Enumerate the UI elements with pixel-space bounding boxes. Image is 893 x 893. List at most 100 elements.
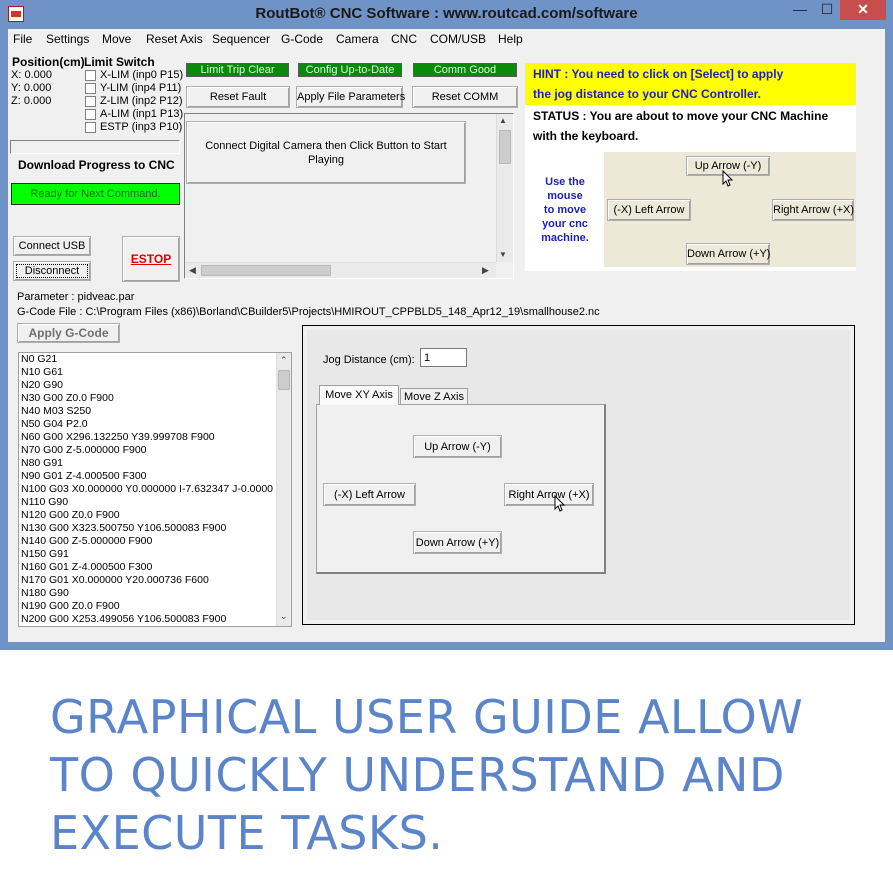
gcode-line[interactable]: N0 G21 (21, 353, 58, 365)
estp-label: ESTP (inp3 P10) (100, 121, 183, 133)
mouse-line: Use the (545, 176, 585, 188)
menu-reset-axis[interactable]: Reset Axis (146, 32, 203, 46)
jog-panel: Jog Distance (cm): Move XY Axis Move Z A… (307, 330, 850, 620)
hint-down-arrow-button[interactable]: Down Arrow (+Y) (686, 243, 770, 265)
reset-comm-button[interactable]: Reset COMM (412, 86, 518, 108)
mouse-cursor-icon (722, 170, 734, 187)
gcode-vscroll-thumb[interactable] (278, 370, 290, 390)
estp-checkbox (85, 122, 96, 133)
camera-hscroll[interactable]: ◀ ▶ (185, 262, 496, 278)
config-indicator: Config Up-to-Date (298, 63, 402, 77)
hint-banner: HINT : You need to click on [Select] to … (525, 63, 856, 105)
camera-vscroll-thumb[interactable] (499, 130, 511, 164)
tab-move-z-axis[interactable]: Move Z Axis (400, 388, 468, 405)
apply-gcode-button[interactable]: Apply G-Code (17, 323, 120, 343)
maximize-icon[interactable]: ☐ (820, 1, 834, 17)
connect-usb-button[interactable]: Connect USB (13, 236, 91, 256)
tab-content-xy: Up Arrow (-Y) (-X) Left Arrow Right Arro… (316, 404, 606, 574)
gcode-line[interactable]: N140 G00 Z-5.000000 F900 (21, 535, 153, 547)
z-lim-label: Z-LIM (inp2 P12) (100, 95, 183, 107)
gcode-line[interactable]: N150 G91 (21, 548, 69, 560)
gcode-line[interactable]: N90 G01 Z-4.000500 F300 (21, 470, 147, 482)
scroll-down-icon[interactable]: ▼ (499, 250, 507, 259)
mouse-line: machine. (541, 232, 589, 244)
menu-file[interactable]: File (13, 32, 33, 46)
download-progress-label: Download Progress to CNC (18, 158, 175, 172)
menu-com-usb[interactable]: COM/USB (430, 32, 487, 46)
x-lim-label: X-LIM (inp0 P15) (100, 69, 184, 81)
tab-move-xy-axis[interactable]: Move XY Axis (319, 385, 399, 405)
mouse-line: to move (543, 204, 587, 216)
jog-distance-label: Jog Distance (cm): (323, 354, 415, 366)
scroll-right-icon[interactable]: ▶ (482, 265, 489, 275)
gcode-line[interactable]: N180 G90 (21, 587, 69, 599)
z-lim-checkbox (85, 96, 96, 107)
gcode-line[interactable]: N170 G01 X0.000000 Y20.000736 F600 (21, 574, 209, 586)
hint-right-arrow-button[interactable]: Right Arrow (+X) (772, 199, 854, 221)
gcode-line[interactable]: N80 G91 (21, 457, 64, 469)
status-panel: STATUS : You are about to move your CNC … (525, 105, 856, 271)
jog-up-arrow-button[interactable]: Up Arrow (-Y) (413, 435, 502, 458)
gcode-line[interactable]: N190 G00 Z0.0 F900 (21, 600, 120, 612)
position-z: Z: 0.000 (11, 95, 52, 107)
menu-help[interactable]: Help (498, 32, 523, 46)
hint-line-1: HINT : You need to click on [Select] to … (533, 67, 784, 81)
menu-sequencer[interactable]: Sequencer (212, 32, 271, 46)
y-lim-checkbox (85, 83, 96, 94)
gcode-line[interactable]: N120 G00 Z0.0 F900 (21, 509, 120, 521)
gcode-vscroll[interactable]: ⌃ ⌄ (276, 353, 291, 626)
gcode-line[interactable]: N30 G00 Z0.0 F900 (21, 392, 114, 404)
position-x: X: 0.000 (11, 69, 52, 81)
status-line-2: with the keyboard. (533, 129, 639, 143)
estop-button[interactable]: ESTOP (122, 236, 180, 282)
jog-distance-input[interactable] (420, 348, 467, 367)
camera-vscroll[interactable]: ▲ ▼ (496, 114, 513, 262)
parameter-file-label: Parameter : pidveac.par (17, 291, 135, 303)
mouse-line: your cnc (542, 218, 588, 230)
minimize-icon[interactable]: — (793, 1, 807, 17)
download-progress-bar (10, 140, 180, 154)
gcode-scroll-up-icon[interactable]: ⌃ (280, 355, 288, 365)
gcode-line[interactable]: N10 G61 (21, 366, 64, 378)
gcode-line[interactable]: N100 G03 X0.000000 Y0.000000 I-7.632347 … (21, 483, 274, 495)
apply-file-parameters-button[interactable]: Apply File Parameters (296, 86, 405, 108)
gcode-line[interactable]: N70 G00 Z-5.000000 F900 (21, 444, 147, 456)
camera-hscroll-thumb[interactable] (201, 265, 331, 276)
limit-trip-indicator: Limit Trip Clear (186, 63, 289, 77)
gcode-line[interactable]: N50 G04 P2.0 (21, 418, 88, 430)
a-lim-label: A-LIM (inp1 P13) (100, 108, 184, 120)
reset-fault-button[interactable]: Reset Fault (186, 86, 290, 108)
jog-down-arrow-button[interactable]: Down Arrow (+Y) (413, 531, 502, 554)
scroll-up-icon[interactable]: ▲ (499, 116, 507, 125)
gcode-scroll-down-icon[interactable]: ⌄ (280, 611, 288, 621)
menu-cnc[interactable]: CNC (391, 32, 417, 46)
menu-move[interactable]: Move (102, 32, 132, 46)
disconnect-button[interactable]: Disconnect (13, 261, 91, 281)
jog-right-arrow-button[interactable]: Right Arrow (+X) (504, 483, 594, 506)
hint-arrow-pad: Up Arrow (-Y) (-X) Left Arrow Right Arro… (604, 152, 856, 267)
position-y: Y: 0.000 (11, 82, 52, 94)
close-icon[interactable]: ✕ (840, 0, 886, 20)
gcode-line[interactable]: N40 M03 S250 (21, 405, 92, 417)
camera-button[interactable]: Connect Digital Camera then Click Button… (186, 121, 466, 184)
scroll-left-icon[interactable]: ◀ (189, 265, 196, 275)
command-status: Ready for Next Command. (11, 183, 180, 205)
jog-left-arrow-button[interactable]: (-X) Left Arrow (323, 483, 416, 506)
limit-switch-header: Limit Switch (84, 55, 155, 69)
gcode-line[interactable]: N60 G00 X296.132250 Y39.999708 F900 (21, 431, 215, 443)
hint-left-arrow-button[interactable]: (-X) Left Arrow (607, 199, 691, 221)
gcode-line[interactable]: N110 G90 (21, 496, 69, 508)
menu-gcode[interactable]: G-Code (281, 32, 324, 46)
gcode-line[interactable]: N200 G00 X253.499056 Y106.500083 F900 (21, 613, 227, 625)
gcode-line[interactable]: N160 G01 Z-4.000500 F300 (21, 561, 153, 573)
hint-line-2: the jog distance to your CNC Controller. (533, 87, 762, 101)
app-logo-icon (8, 6, 24, 22)
menu-settings[interactable]: Settings (46, 32, 90, 46)
gcode-line[interactable]: N130 G00 X323.500750 Y106.500083 F900 (21, 522, 227, 534)
gcode-line[interactable]: N20 G90 (21, 379, 64, 391)
menu-camera[interactable]: Camera (336, 32, 379, 46)
a-lim-checkbox (85, 109, 96, 120)
client-area: File Settings Move Reset Axis Sequencer … (8, 29, 885, 642)
